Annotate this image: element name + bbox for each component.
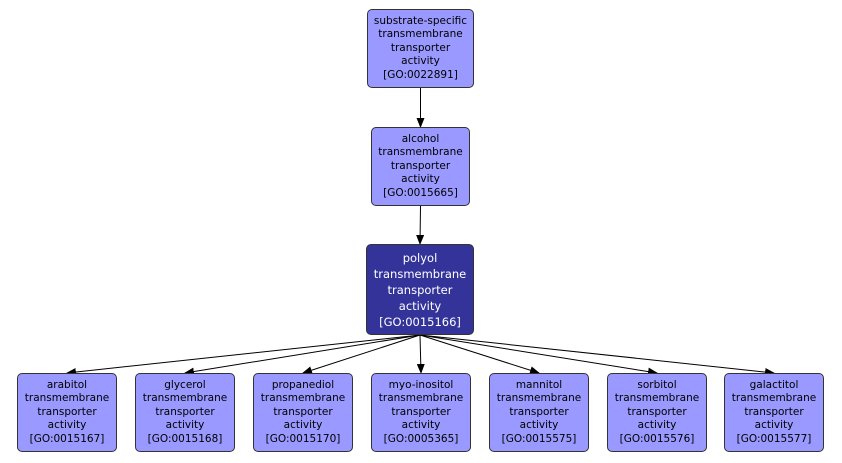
go-term-label-line: activity (401, 55, 440, 68)
go-term-label-line: activity (398, 298, 442, 313)
go-term-label-line: sorbitol (637, 378, 677, 391)
edge-arrow (416, 205, 425, 245)
go-term-label-line: transporter (627, 405, 687, 418)
go-term-label-line: transporter (273, 405, 333, 418)
go-term-label-line: activity (283, 419, 323, 432)
go-term-id: [GO:0015665] (383, 186, 458, 199)
go-term-label-line: activity (754, 419, 794, 432)
go-term-label-line: transmembrane (378, 28, 463, 41)
go-term-label-line: mannitol (515, 378, 563, 391)
go-term-label-line: arabitol (46, 378, 88, 391)
go-term-label-line: transmembrane (260, 392, 346, 405)
go-term-label-line: galactitol (749, 378, 799, 391)
go-term-label-line: propanediol (271, 378, 335, 391)
go-term-label-line: myo-inositol (388, 378, 454, 391)
go-term-label-line: transmembrane (378, 146, 463, 159)
edge-arrow (419, 334, 775, 377)
go-term-label-line: transmembrane (496, 392, 582, 405)
go-term-label-line: transmembrane (24, 392, 110, 405)
go-term-label-line: transporter (390, 41, 451, 54)
go-term-label-line: transporter (155, 405, 215, 418)
go-term-label-line: activity (519, 419, 559, 432)
go-term-id: [GO:0015575] (501, 432, 577, 445)
edge-arrow (66, 334, 421, 377)
go-term-label-line: transporter (744, 405, 804, 418)
go-term-label-line: glycerol (164, 378, 206, 391)
go-term-id: [GO:0015577] (736, 432, 812, 445)
go-term-id: [GO:0015167] (29, 432, 105, 445)
edge-arrow (419, 334, 658, 376)
go-term-id: [GO:0022891] (383, 68, 458, 81)
go-term-label-line: activity (401, 419, 441, 432)
go-term-label-line: transporter (391, 405, 451, 418)
go-term-label-line: transporter (37, 405, 97, 418)
go-term-id: [GO:0005365] (383, 432, 459, 445)
edge-arrow (419, 334, 540, 375)
go-term-id: [GO:0015166] (379, 314, 461, 329)
go-term-id: [GO:0015576] (619, 432, 695, 445)
go-term-id: [GO:0015168] (147, 432, 223, 445)
go-term-label-line: transmembrane (614, 392, 700, 405)
go-term-label-line: transmembrane (373, 266, 467, 281)
go-term-label-line: substrate-specific (373, 14, 468, 27)
go-term-label-line: activity (637, 419, 677, 432)
edge-arrow (416, 334, 425, 374)
go-term-label-line: transporter (387, 282, 453, 297)
go-term-label-line: activity (47, 419, 87, 432)
go-term-label-line: transmembrane (731, 392, 817, 405)
go-term-id: [GO:0015170] (265, 432, 341, 445)
edge-arrow (184, 334, 421, 376)
go-term-label-line: activity (401, 173, 440, 186)
go-term-label-line: alcohol (401, 132, 440, 145)
edge-arrow (302, 334, 421, 375)
go-term-label-line: transmembrane (378, 392, 464, 405)
go-term-label-line: transporter (390, 159, 451, 172)
go-term-label-line: transmembrane (142, 392, 228, 405)
go-term-label-line: transporter (509, 405, 569, 418)
go-term-label-line: polyol (402, 250, 438, 265)
go-term-label-line: activity (165, 419, 205, 432)
